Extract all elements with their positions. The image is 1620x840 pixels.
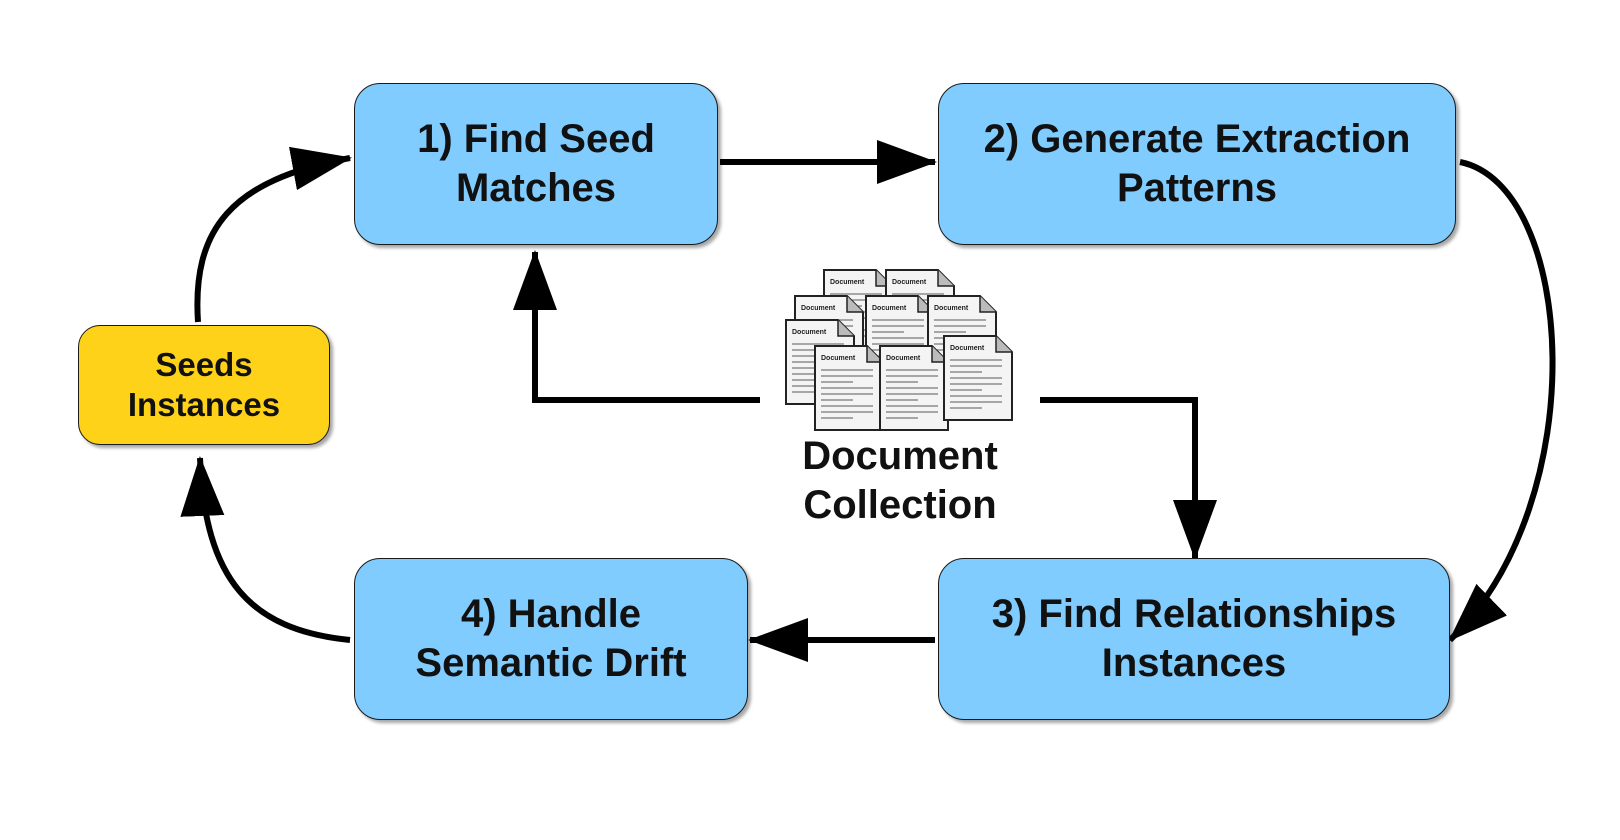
document-page-title: Document bbox=[801, 305, 836, 312]
step2-line2: Patterns bbox=[1116, 166, 1278, 210]
seeds-line1: Seeds bbox=[155, 346, 253, 383]
seeds-line2: Instances bbox=[127, 386, 281, 423]
documents-line1: Document bbox=[802, 434, 998, 478]
document-page-title: Document bbox=[821, 355, 856, 362]
step4-line2: Semantic Drift bbox=[415, 641, 687, 685]
arrow-documents-to-step1 bbox=[513, 250, 760, 403]
document-page-icon: Document bbox=[943, 335, 1013, 421]
document-page-title: Document bbox=[892, 279, 927, 286]
document-page-title: Document bbox=[886, 355, 921, 362]
document-collection-label: Document Collection bbox=[760, 432, 1040, 530]
step2-generate-patterns-node: 2) Generate Extraction Patterns bbox=[938, 83, 1456, 245]
step3-line1: 3) Find Relationships bbox=[991, 592, 1397, 636]
document-page-title: Document bbox=[934, 305, 969, 312]
step4-line1: 4) Handle bbox=[460, 592, 642, 636]
arrow-step2-to-step3 bbox=[1447, 159, 1556, 643]
arrow-documents-to-step3 bbox=[1040, 397, 1217, 560]
seeds-instances-node: Seeds Instances bbox=[78, 325, 330, 445]
step4-handle-drift-node: 4) Handle Semantic Drift bbox=[354, 558, 748, 720]
document-page-icon: Document bbox=[879, 345, 949, 431]
arrow-step4-to-seeds bbox=[180, 456, 351, 643]
document-page-icon: Document bbox=[814, 345, 884, 431]
step1-find-seed-matches-node: 1) Find Seed Matches bbox=[354, 83, 718, 245]
document-page-title: Document bbox=[950, 345, 985, 352]
document-page-title: Document bbox=[872, 305, 907, 312]
arrow-seeds-to-step1 bbox=[194, 146, 352, 323]
step3-find-relationships-node: 3) Find Relationships Instances bbox=[938, 558, 1450, 720]
document-page-title: Document bbox=[792, 329, 827, 336]
step3-line2: Instances bbox=[1101, 641, 1287, 685]
step1-line1: 1) Find Seed bbox=[417, 117, 655, 161]
document-page-title: Document bbox=[830, 279, 865, 286]
step2-line1: 2) Generate Extraction bbox=[983, 117, 1411, 161]
step1-line2: Matches bbox=[455, 166, 617, 210]
documents-line2: Collection bbox=[803, 483, 997, 527]
